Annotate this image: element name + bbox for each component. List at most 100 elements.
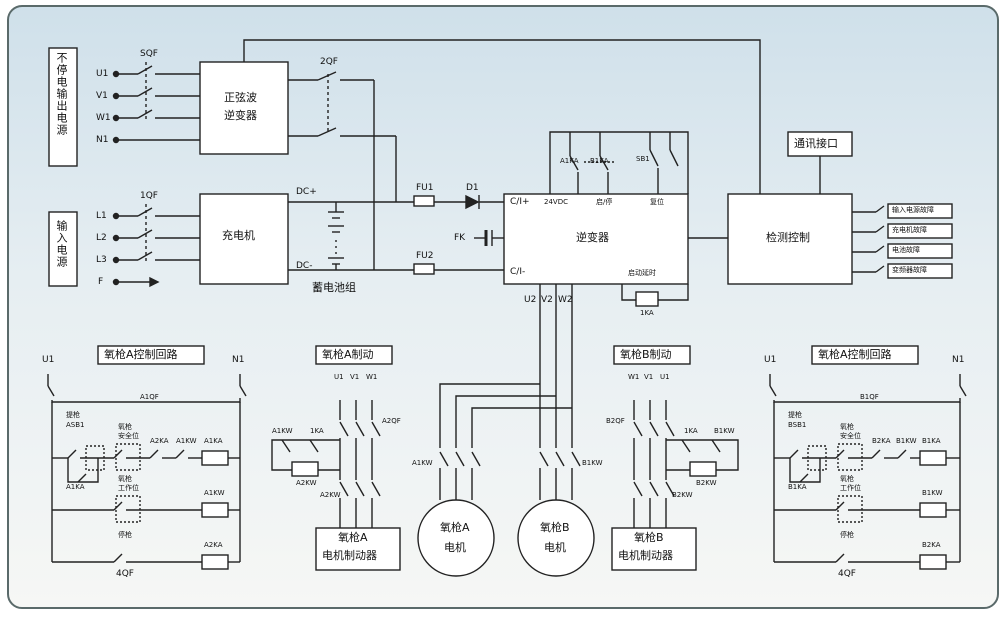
input-source-label: 输入电源 bbox=[55, 220, 68, 268]
ctrl-b-safe-1: 氧枪 bbox=[840, 423, 854, 431]
brake-a-phase-3: W1 bbox=[366, 373, 378, 381]
d1-label: D1 bbox=[466, 183, 479, 193]
inverter-label: 逆变器 bbox=[576, 231, 609, 244]
ctrl-a-coil-1: A1KA bbox=[204, 437, 223, 445]
ctrl-a-stop: 停枪 bbox=[118, 531, 132, 539]
comm-label: 通讯接口 bbox=[794, 137, 838, 150]
ctrl-b-work-1: 氧枪 bbox=[840, 475, 854, 483]
brake-b-phase-1: W1 bbox=[628, 373, 640, 381]
motor-b-contact: B1KW bbox=[582, 459, 603, 467]
motor-a-contact: A1KW bbox=[412, 459, 433, 467]
motor-b-label-2: 电机 bbox=[544, 541, 566, 554]
ups-terminal-u1: U1 bbox=[96, 69, 109, 79]
brake-b-aw: B2KW bbox=[696, 479, 717, 487]
fu1-label: FU1 bbox=[416, 183, 434, 193]
brake-a-qf: A2QF bbox=[382, 417, 401, 425]
ctrl-b-right: N1 bbox=[952, 355, 965, 365]
ctrl-b-c-b2ka: B2KA bbox=[872, 437, 891, 445]
ctrl-a-coil-3: A2KA bbox=[204, 541, 223, 549]
ctrl-b-breaker: B1QF bbox=[860, 393, 879, 401]
ctrl-b-safe-2: 安全位 bbox=[840, 432, 861, 440]
dc-plus-label: DC+ bbox=[296, 187, 317, 197]
ctrl-a-safe-1: 氧枪 bbox=[118, 423, 132, 431]
ctrl-b-coil-2: B1KW bbox=[922, 489, 943, 497]
ctrl-a-right: N1 bbox=[232, 355, 245, 365]
brake-a-ka: 1KA bbox=[310, 427, 324, 435]
ctrl-b-coil-1: B1KA bbox=[922, 437, 941, 445]
brake-b-box-2: 电机制动器 bbox=[618, 549, 673, 562]
output-w2: W2 bbox=[558, 295, 573, 305]
fault-battery: 电池故障 bbox=[892, 246, 920, 254]
ctrl-a-c-a1kw: A1KW bbox=[176, 437, 197, 445]
input-source-box bbox=[48, 211, 78, 287]
ctrl-b-circuit bbox=[769, 374, 967, 570]
inverter-block bbox=[503, 193, 689, 285]
input-terminal-l2: L2 bbox=[96, 233, 107, 243]
ups-source-box bbox=[48, 47, 78, 167]
ctrl-a-work-2: 工作位 bbox=[118, 484, 139, 492]
brake-b-box-1: 氧枪B bbox=[634, 531, 664, 544]
detector-label: 检测控制 bbox=[766, 231, 810, 244]
ctrl-a-circuit bbox=[47, 374, 247, 570]
comm-interface-block bbox=[787, 131, 853, 157]
pin-reset: 复位 bbox=[650, 198, 664, 206]
output-u2: U2 bbox=[524, 295, 537, 305]
sine-inverter-block bbox=[199, 61, 289, 155]
pin-ci-minus: C/I- bbox=[510, 267, 526, 277]
ctrl-a-title: 氧枪A控制回路 bbox=[104, 348, 178, 361]
q2-label: 2QF bbox=[320, 57, 338, 67]
brake-b-ka: 1KA bbox=[684, 427, 698, 435]
pin-delay: 启动延时 bbox=[628, 269, 656, 277]
ctrl-a-btn-code: ASB1 bbox=[66, 421, 85, 429]
relay-a1ka: A1KA bbox=[560, 157, 579, 165]
pin-start-stop: 启/停 bbox=[596, 198, 613, 206]
detector-block bbox=[727, 193, 853, 285]
pin-24vdc: 24VDC bbox=[544, 198, 568, 206]
ctrl-b-c-b1kw: B1KW bbox=[896, 437, 917, 445]
ups-source-label: 不停电输出电源 bbox=[55, 52, 68, 136]
motor-a-label-2: 电机 bbox=[444, 541, 466, 554]
ctrl-b-btn-code: BSB1 bbox=[788, 421, 807, 429]
input-terminal-l1: L1 bbox=[96, 211, 107, 221]
brake-a-box-1: 氧枪A bbox=[338, 531, 368, 544]
ctrl-a-left: U1 bbox=[42, 355, 55, 365]
fu2-label: FU2 bbox=[416, 251, 434, 261]
input-terminal-lines bbox=[112, 204, 200, 288]
fault-charger: 充电机故障 bbox=[892, 226, 927, 234]
ctrl-b-btn: 提枪 bbox=[788, 411, 802, 419]
input-terminal-f: F bbox=[98, 277, 104, 287]
brake-b-kw: B1KW bbox=[714, 427, 735, 435]
ctrl-a-btn: 提枪 bbox=[66, 411, 80, 419]
brake-a-phase-1: U1 bbox=[334, 373, 344, 381]
ctrl-b-4qf: 4QF bbox=[838, 569, 856, 579]
motor-b-label-1: 氧枪B bbox=[540, 521, 570, 534]
ups-terminal-lines bbox=[112, 62, 200, 144]
brake-b-title: 氧枪B制动 bbox=[620, 348, 672, 361]
ctrl-b-title: 氧枪A控制回路 bbox=[818, 348, 892, 361]
ctrl-b-stop: 停枪 bbox=[840, 531, 854, 539]
brake-a-title: 氧枪A制动 bbox=[322, 348, 374, 361]
brake-a-box-2: 电机制动器 bbox=[322, 549, 377, 562]
brake-a-aw: A2KW bbox=[296, 479, 317, 487]
motor-a-label-1: 氧枪A bbox=[440, 521, 470, 534]
ups-terminal-n1: N1 bbox=[96, 135, 109, 145]
brake-b-circuit bbox=[611, 400, 739, 571]
input-terminal-l3: L3 bbox=[96, 255, 107, 265]
panel-frame bbox=[7, 5, 999, 609]
ctrl-a-hold: A1KA bbox=[66, 483, 85, 491]
ups-terminal-w1: W1 bbox=[96, 113, 111, 123]
ctrl-b-left: U1 bbox=[764, 355, 777, 365]
relay-1ka: 1KA bbox=[640, 309, 654, 317]
dc-minus-label: DC- bbox=[296, 261, 313, 271]
output-v2: V2 bbox=[541, 295, 553, 305]
pin-ci-plus: C/I+ bbox=[510, 197, 530, 207]
fault-vfd: 变频器故障 bbox=[892, 266, 927, 274]
ctrl-a-safe-2: 安全位 bbox=[118, 432, 139, 440]
sine-inverter-label-2: 逆变器 bbox=[224, 109, 257, 122]
sine-inverter-label-1: 正弦波 bbox=[224, 91, 257, 104]
ctrl-b-coil-3: B2KA bbox=[922, 541, 941, 549]
sqf-label: SQF bbox=[140, 49, 158, 59]
charger-block bbox=[199, 193, 289, 285]
